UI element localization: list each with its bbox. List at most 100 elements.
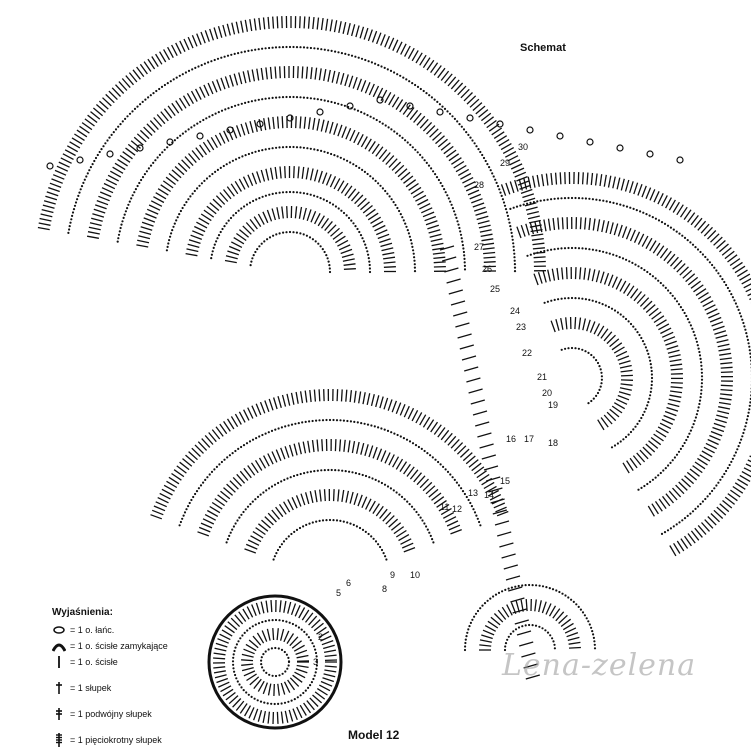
chain-stitch bbox=[512, 242, 514, 244]
stitch-post bbox=[313, 17, 314, 29]
chain-stitch bbox=[650, 391, 652, 393]
stitch-post bbox=[246, 544, 257, 549]
stitch-post bbox=[405, 46, 411, 57]
stitch-post bbox=[746, 464, 751, 469]
stitch-post bbox=[196, 89, 202, 100]
chain-stitch bbox=[625, 318, 627, 320]
stitch-post bbox=[263, 212, 268, 223]
chain-stitch bbox=[277, 703, 279, 705]
chain-stitch bbox=[513, 249, 515, 251]
chain-stitch bbox=[539, 585, 541, 587]
picot bbox=[467, 115, 473, 121]
stitch-post bbox=[453, 312, 467, 316]
chain-stitch bbox=[305, 690, 307, 692]
chain-stitch bbox=[697, 410, 699, 412]
stitch-post bbox=[420, 55, 426, 65]
stitch-post bbox=[341, 73, 344, 85]
stitch-post bbox=[719, 349, 731, 351]
chain-stitch bbox=[218, 111, 220, 113]
chain-stitch bbox=[748, 346, 750, 348]
stitch-post bbox=[660, 328, 671, 333]
chain-stitch bbox=[489, 598, 491, 600]
stitch-post bbox=[184, 39, 189, 50]
stitch-post bbox=[598, 219, 600, 231]
stitch-post bbox=[658, 193, 663, 204]
chain-stitch bbox=[541, 627, 543, 629]
stitch-post bbox=[252, 173, 256, 184]
chain-stitch bbox=[379, 185, 381, 187]
stitch-post bbox=[314, 390, 315, 402]
chain-stitch bbox=[208, 116, 210, 118]
stitch-post bbox=[606, 221, 609, 233]
chain-stitch bbox=[268, 648, 270, 650]
chain-stitch bbox=[430, 535, 432, 537]
chain-stitch bbox=[390, 128, 392, 130]
chain-stitch bbox=[540, 200, 542, 202]
chain-stitch bbox=[360, 234, 362, 236]
chain-stitch bbox=[518, 626, 520, 628]
chain-stitch bbox=[700, 389, 702, 391]
stitch-post bbox=[477, 216, 489, 219]
chain-stitch bbox=[144, 173, 146, 175]
chain-stitch bbox=[550, 198, 552, 200]
stitch-post bbox=[295, 206, 296, 218]
chain-stitch bbox=[386, 193, 388, 195]
chain-stitch bbox=[189, 502, 191, 504]
chain-stitch bbox=[258, 150, 260, 152]
stitch-post bbox=[254, 709, 258, 720]
chain-stitch bbox=[597, 392, 599, 394]
stitch-post bbox=[670, 395, 682, 397]
stitch-post bbox=[194, 227, 205, 232]
chain-stitch bbox=[549, 634, 551, 636]
chain-stitch bbox=[384, 67, 386, 69]
chain-stitch bbox=[272, 235, 274, 237]
stitch-post bbox=[89, 227, 101, 230]
chain-stitch bbox=[279, 546, 281, 548]
chain-stitch bbox=[611, 308, 613, 310]
chain-stitch bbox=[306, 235, 308, 237]
chain-stitch bbox=[646, 271, 648, 273]
stitch-post bbox=[189, 240, 201, 244]
stitch-post bbox=[241, 124, 245, 135]
chain-stitch bbox=[554, 248, 556, 250]
chain-stitch bbox=[272, 675, 274, 677]
stitch-post bbox=[433, 253, 445, 255]
chain-stitch bbox=[628, 260, 630, 262]
chain-stitch bbox=[251, 49, 253, 51]
stitch-post bbox=[277, 712, 278, 724]
chain-stitch bbox=[514, 263, 516, 265]
chain-stitch bbox=[268, 487, 270, 489]
chain-stitch bbox=[363, 240, 365, 242]
chain-stitch bbox=[698, 403, 700, 405]
chain-stitch bbox=[132, 194, 134, 196]
chain-stitch bbox=[739, 312, 741, 314]
chain-stitch bbox=[748, 408, 750, 410]
chain-stitch bbox=[329, 267, 331, 269]
chain-stitch bbox=[275, 675, 277, 677]
chain-stitch bbox=[77, 195, 79, 197]
chain-stitch bbox=[280, 480, 282, 482]
row-number: 3 bbox=[313, 657, 318, 667]
chain-stitch bbox=[571, 347, 573, 349]
chain-stitch bbox=[614, 309, 616, 311]
stitch-post bbox=[299, 207, 301, 219]
stitch-post bbox=[281, 629, 284, 641]
chain-stitch bbox=[373, 538, 375, 540]
chain-stitch bbox=[252, 625, 254, 627]
stitch-post bbox=[619, 392, 631, 395]
chain-stitch bbox=[292, 46, 294, 48]
stitch-post bbox=[350, 130, 355, 141]
chain-stitch bbox=[595, 199, 597, 201]
chain-stitch bbox=[78, 192, 80, 194]
chain-stitch bbox=[525, 624, 527, 626]
stitch-post bbox=[567, 267, 568, 279]
stitch-post bbox=[456, 166, 466, 172]
chain-stitch bbox=[574, 347, 576, 349]
chain-stitch bbox=[334, 469, 336, 471]
stitch-post bbox=[668, 350, 680, 353]
diagram-title: Schemat bbox=[520, 42, 566, 54]
chain-stitch bbox=[704, 256, 706, 258]
chain-stitch bbox=[434, 459, 436, 461]
stitch-post bbox=[719, 353, 731, 355]
stitch-post bbox=[426, 221, 437, 225]
